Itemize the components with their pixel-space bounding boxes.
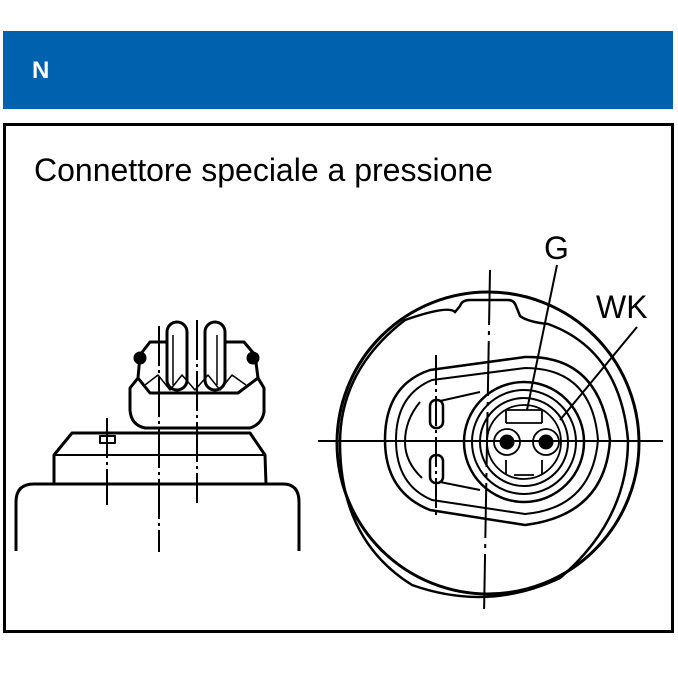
section-header-label: N xyxy=(32,57,50,84)
housing-body xyxy=(14,482,301,551)
pin-left xyxy=(165,320,189,392)
callout-label-g: G xyxy=(544,230,569,266)
top-view-connector xyxy=(318,264,663,616)
leader-g xyxy=(526,264,558,411)
inner-rim-with-notch xyxy=(338,298,630,599)
leader-wk xyxy=(559,326,638,421)
outer-rim xyxy=(335,290,641,596)
pin-right xyxy=(203,320,227,392)
connector-plate xyxy=(383,355,612,527)
seal-right xyxy=(225,340,260,379)
base-step xyxy=(52,431,268,485)
section-header-bar xyxy=(3,31,673,109)
panel-title: Connettore speciale a pressione xyxy=(34,152,493,188)
connector-cap xyxy=(128,376,266,430)
callout-label-wk: WK xyxy=(596,289,648,325)
side-view-connector xyxy=(14,320,301,552)
diagram-panel: Connettore speciale a pressione xyxy=(3,123,674,633)
